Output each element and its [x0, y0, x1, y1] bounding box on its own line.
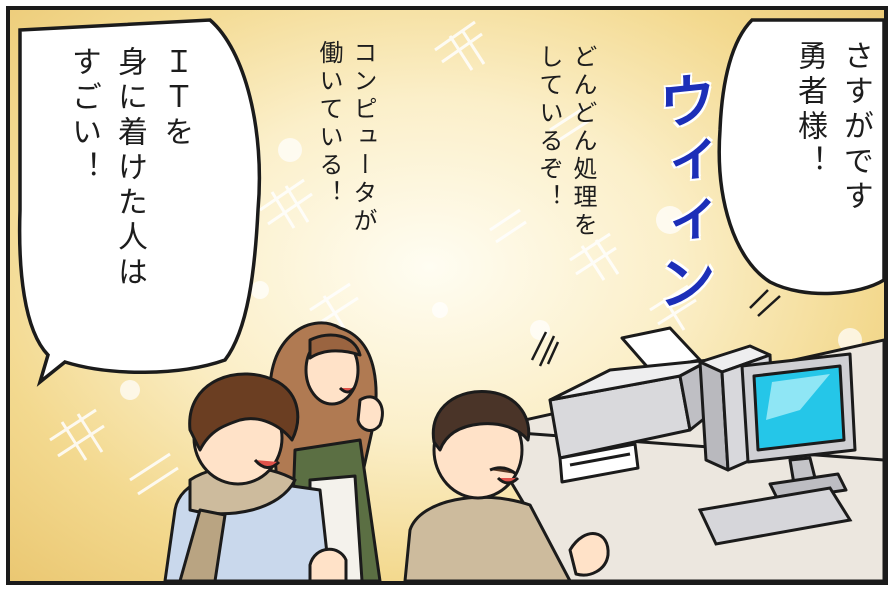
monitor: [740, 352, 857, 502]
sound-effect-text: ウィィン: [648, 68, 716, 316]
printer: [548, 326, 717, 484]
young-man-character: [163, 372, 348, 581]
speech-text-right: さすがです 勇者様！: [792, 40, 873, 215]
older-man-character: [403, 389, 610, 581]
exclamation-computer: コンピュータが 働いている！: [315, 40, 377, 236]
motion-lines: [530, 289, 781, 367]
exclamation-processing: どんどん処理を しているぞ！: [535, 44, 597, 240]
keyboard: [697, 486, 853, 546]
comic-panel: さすがです 勇者様！ ＩＴを 身に着けた人は すごい！ コンピュータが 働いてい…: [6, 6, 888, 585]
speech-bubble-left: [17, 18, 262, 387]
speech-text-left: ＩＴを 身に着けた人は すごい！: [66, 46, 193, 291]
panel-artwork: [17, 18, 884, 581]
speech-bubble-right: [717, 18, 884, 296]
